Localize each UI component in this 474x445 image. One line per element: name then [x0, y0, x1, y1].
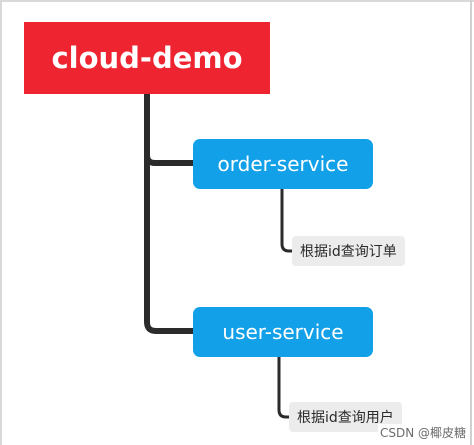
- root-node-cloud-demo: cloud-demo: [24, 22, 270, 94]
- leaf-node-order-query: 根据id查询订单: [292, 236, 405, 266]
- frame-border-right: [470, 0, 472, 445]
- service-node-label: order-service: [217, 152, 349, 176]
- connector-order-service-to-leaf: [280, 189, 292, 253]
- service-node-order-service: order-service: [193, 139, 373, 189]
- connector-root-to-order-service: [144, 94, 193, 166]
- leaf-node-label: 根据id查询订单: [300, 244, 397, 260]
- connector-user-service-to-leaf: [277, 357, 289, 419]
- connector-root-to-user-service: [144, 155, 193, 334]
- leaf-node-label: 根据id查询用户: [297, 410, 394, 426]
- service-node-user-service: user-service: [193, 307, 373, 357]
- root-node-label: cloud-demo: [51, 41, 243, 75]
- frame-border-left: [0, 0, 2, 445]
- frame-border-top: [0, 0, 474, 2]
- watermark: CSDN @椰皮糖: [377, 424, 468, 441]
- service-node-label: user-service: [222, 320, 344, 344]
